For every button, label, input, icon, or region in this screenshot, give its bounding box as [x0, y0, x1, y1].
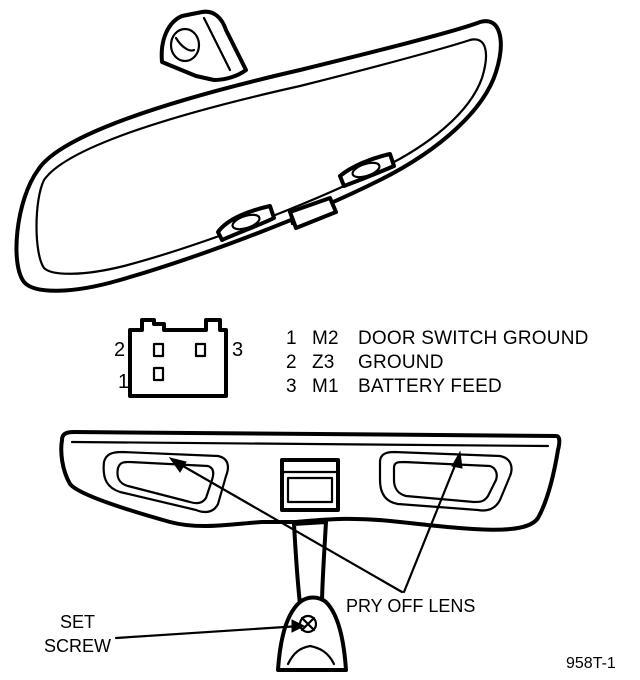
legend-row-3-desc: BATTERY FEED [358, 376, 502, 397]
mirror-bottom-base [276, 595, 348, 672]
mount-button [169, 27, 201, 63]
mirror-bottom-view [59, 430, 562, 672]
legend-row-2-code: Z3 [312, 352, 335, 373]
legend-row-1-code: M2 [312, 328, 339, 349]
mirror-lens-left [216, 204, 276, 242]
legend-row-3-code: M1 [312, 376, 339, 397]
bottom-lens-right [378, 450, 513, 512]
mirror-front-view [14, 9, 503, 293]
connector-pin-3 [194, 342, 207, 358]
callout-leaders [114, 450, 463, 640]
bottom-center-connector [280, 458, 340, 512]
callout-set-screw-line2: SCREW [44, 636, 111, 656]
mirror-connector-tab [288, 196, 338, 230]
connector-body [128, 318, 228, 398]
legend-row-1-num: 1 [286, 328, 297, 349]
legend-row-1-desc: DOOR SWITCH GROUND [358, 328, 589, 349]
figure-id: 958T-1 [566, 655, 616, 672]
legend-row-2-num: 2 [286, 352, 297, 373]
callout-pry-off-lens: PRY OFF LENS [346, 596, 475, 616]
connector-face: 2 3 1 [114, 318, 243, 398]
pin-legend: 1 M2 DOOR SWITCH GROUND 2 Z3 GROUND 3 M1… [286, 328, 589, 397]
mirror-bottom-stem [292, 520, 328, 606]
callout-set-screw-line1: SET [60, 612, 95, 632]
legend-row-2-desc: GROUND [358, 352, 444, 373]
connector-pin-2 [152, 342, 165, 358]
mirror-housing [14, 19, 503, 293]
pin-label-2: 2 [114, 339, 125, 361]
mirror-lens-right [338, 152, 396, 188]
pin-label-1: 1 [118, 371, 129, 393]
mirror-glass [35, 38, 488, 275]
legend-row-2: 2 Z3 GROUND [286, 352, 444, 373]
connector-pin-1 [152, 366, 165, 382]
mirror-mount-stem [159, 9, 248, 82]
pin-label-3: 3 [232, 339, 243, 361]
legend-row-3: 3 M1 BATTERY FEED [286, 376, 502, 397]
legend-row-3-num: 3 [286, 376, 297, 397]
legend-row-1: 1 M2 DOOR SWITCH GROUND [286, 328, 589, 349]
bottom-lens-left [102, 450, 229, 514]
